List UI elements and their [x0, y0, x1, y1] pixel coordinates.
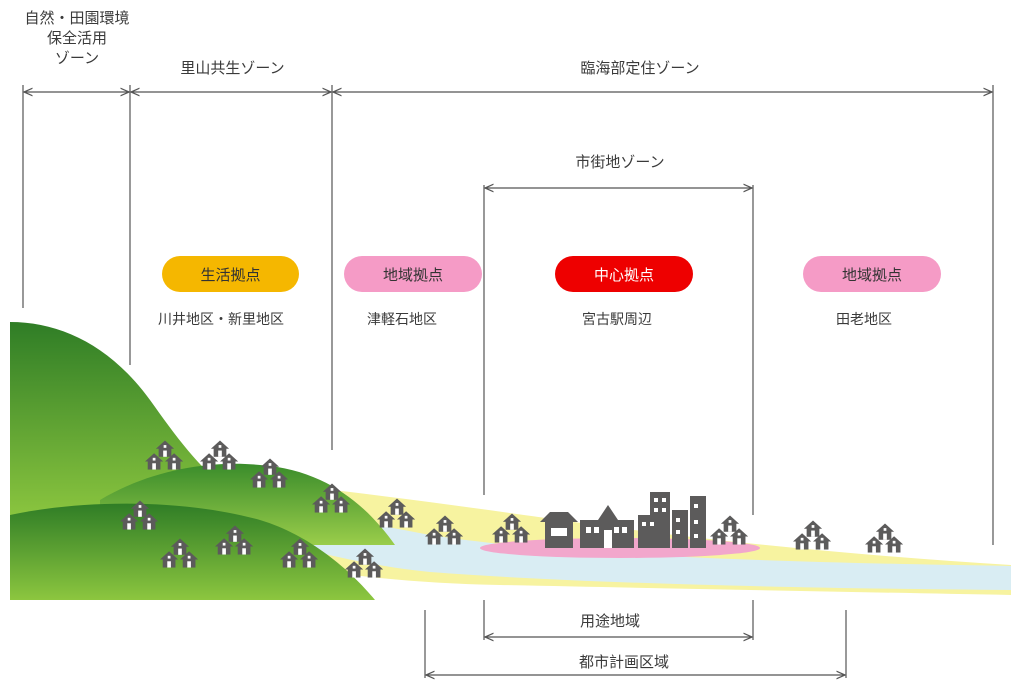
hub-pill-chiiki-tsugaruishi: 地域拠点 — [344, 256, 482, 292]
zone-label-nature-line1: 自然・田園環境 — [24, 9, 130, 27]
hub-pill-chiiki-taro: 地域拠点 — [803, 256, 941, 292]
hill-front — [10, 503, 375, 600]
hub-area-miyako-station: 宮古駅周辺 — [582, 312, 652, 328]
town-buildings-icon — [540, 492, 706, 548]
city-planning-area-label: 都市計画区域 — [575, 651, 674, 672]
zone-label-satoyama: 里山共生ゾーン — [180, 59, 285, 77]
house-icon — [793, 521, 831, 550]
hub-area-kawai-niisato: 川井地区・新里地区 — [158, 312, 284, 328]
zone-label-nature-line3: ゾーン — [54, 49, 100, 67]
hub-area-taro: 田老地区 — [836, 312, 892, 328]
zone-label-nature: 自然・田園環境 保全活用 ゾーン — [18, 8, 136, 68]
house-icon — [710, 516, 748, 545]
hub-pill-seikatsu: 生活拠点 — [162, 256, 299, 292]
zone-dividers — [22, 85, 994, 678]
river — [140, 495, 1011, 590]
zone-label-urban: 市街地ゾーン — [575, 153, 665, 171]
zone-label-nature-line2: 保全活用 — [46, 29, 107, 47]
house-icon — [865, 524, 903, 553]
use-district-label: 用途地域 — [580, 612, 641, 630]
hub-pill-chushin: 中心拠点 — [555, 256, 693, 292]
hub-area-tsugaruishi: 津軽石地区 — [367, 312, 437, 328]
zone-label-coastal: 臨海部定住ゾーン — [580, 59, 700, 77]
